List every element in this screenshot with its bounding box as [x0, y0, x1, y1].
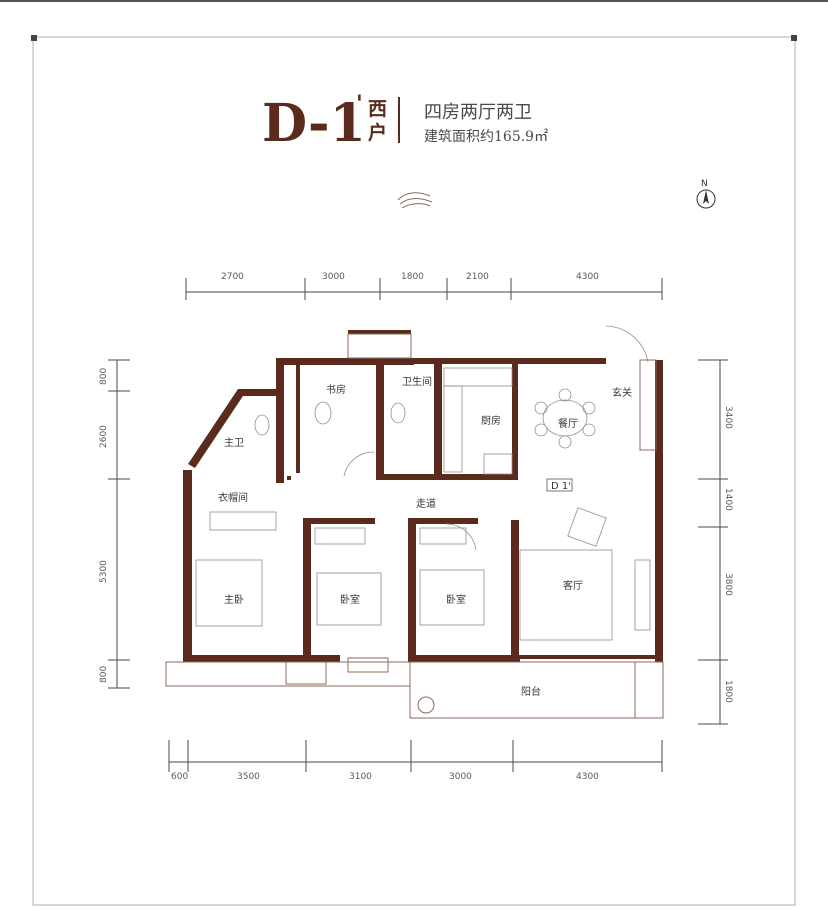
bottom-dimensions: 600 3500 3100 3000 4300 [168, 740, 663, 782]
sheet-frame [32, 36, 796, 906]
unit-code-prime: ' [356, 91, 363, 117]
room-living: 客厅 [563, 579, 583, 592]
room-master-bath: 主卫 [224, 437, 244, 449]
dim-left-1: 800 [99, 368, 109, 385]
dim-top-2: 3000 [322, 272, 345, 282]
dim-bottom-5: 4300 [576, 772, 599, 782]
room-labels: 书房 卫生间 厨房 餐厅 玄关 主卫 衣帽间 走道 D 1' 主卧 卧室 卧室 … [218, 375, 632, 698]
right-dimensions: 3400 1400 3800 1800 [698, 359, 733, 725]
building-area: 建筑面积约165.9㎡ [424, 129, 548, 145]
dim-bottom-4: 3000 [449, 772, 472, 782]
room-dining: 餐厅 [558, 417, 578, 430]
dim-top-3: 1800 [401, 272, 424, 282]
furniture [195, 325, 651, 641]
room-kitchen: 厨房 [481, 414, 501, 427]
room-balcony: 阳台 [521, 685, 541, 698]
balcony-outline [165, 333, 664, 719]
orientation-bottom: 户 [368, 121, 387, 144]
dim-top-4: 2100 [466, 272, 489, 282]
dim-left-4: 800 [99, 666, 109, 683]
room-bedroom-2: 卧室 [340, 593, 360, 606]
dim-bottom-1: 600 [171, 772, 188, 782]
room-foyer: 玄关 [612, 386, 632, 399]
room-master-bedroom: 主卧 [224, 593, 244, 606]
dim-bottom-3: 3100 [349, 772, 372, 782]
room-study: 书房 [326, 383, 346, 396]
orientation-top: 西 [368, 98, 387, 120]
top-dimensions: 2700 3000 1800 2100 4300 [185, 272, 663, 300]
dim-top-5: 4300 [576, 272, 599, 282]
ornament-icon [397, 192, 433, 209]
frame-corner-mark [791, 35, 797, 41]
unit-tag: D 1' [551, 481, 571, 492]
dim-right-4: 1800 [723, 680, 733, 703]
room-bathroom: 卫生间 [402, 375, 432, 388]
dim-right-3: 3800 [723, 573, 733, 596]
frame-corner-mark [31, 35, 37, 41]
north-label: N [701, 179, 708, 189]
walls [183, 330, 663, 662]
room-walkin-closet: 衣帽间 [218, 491, 248, 504]
dim-left-3: 5300 [99, 560, 109, 583]
room-corridor: 走道 [416, 497, 436, 510]
left-dimensions: 800 2600 5300 800 [99, 359, 130, 689]
dim-right-2: 1400 [723, 488, 733, 511]
title-divider [398, 97, 400, 143]
dim-right-1: 3400 [723, 406, 733, 429]
room-bedroom-3: 卧室 [446, 593, 466, 606]
dim-left-2: 2600 [99, 425, 109, 448]
dim-bottom-2: 3500 [237, 772, 260, 782]
unit-tag-box [546, 478, 573, 492]
layout-summary: 四房两厅两卫 [424, 102, 532, 123]
top-edge [0, 0, 828, 2]
unit-code: D-1 [262, 93, 366, 154]
north-compass-icon: N [696, 179, 716, 209]
dim-top-1: 2700 [221, 272, 244, 282]
